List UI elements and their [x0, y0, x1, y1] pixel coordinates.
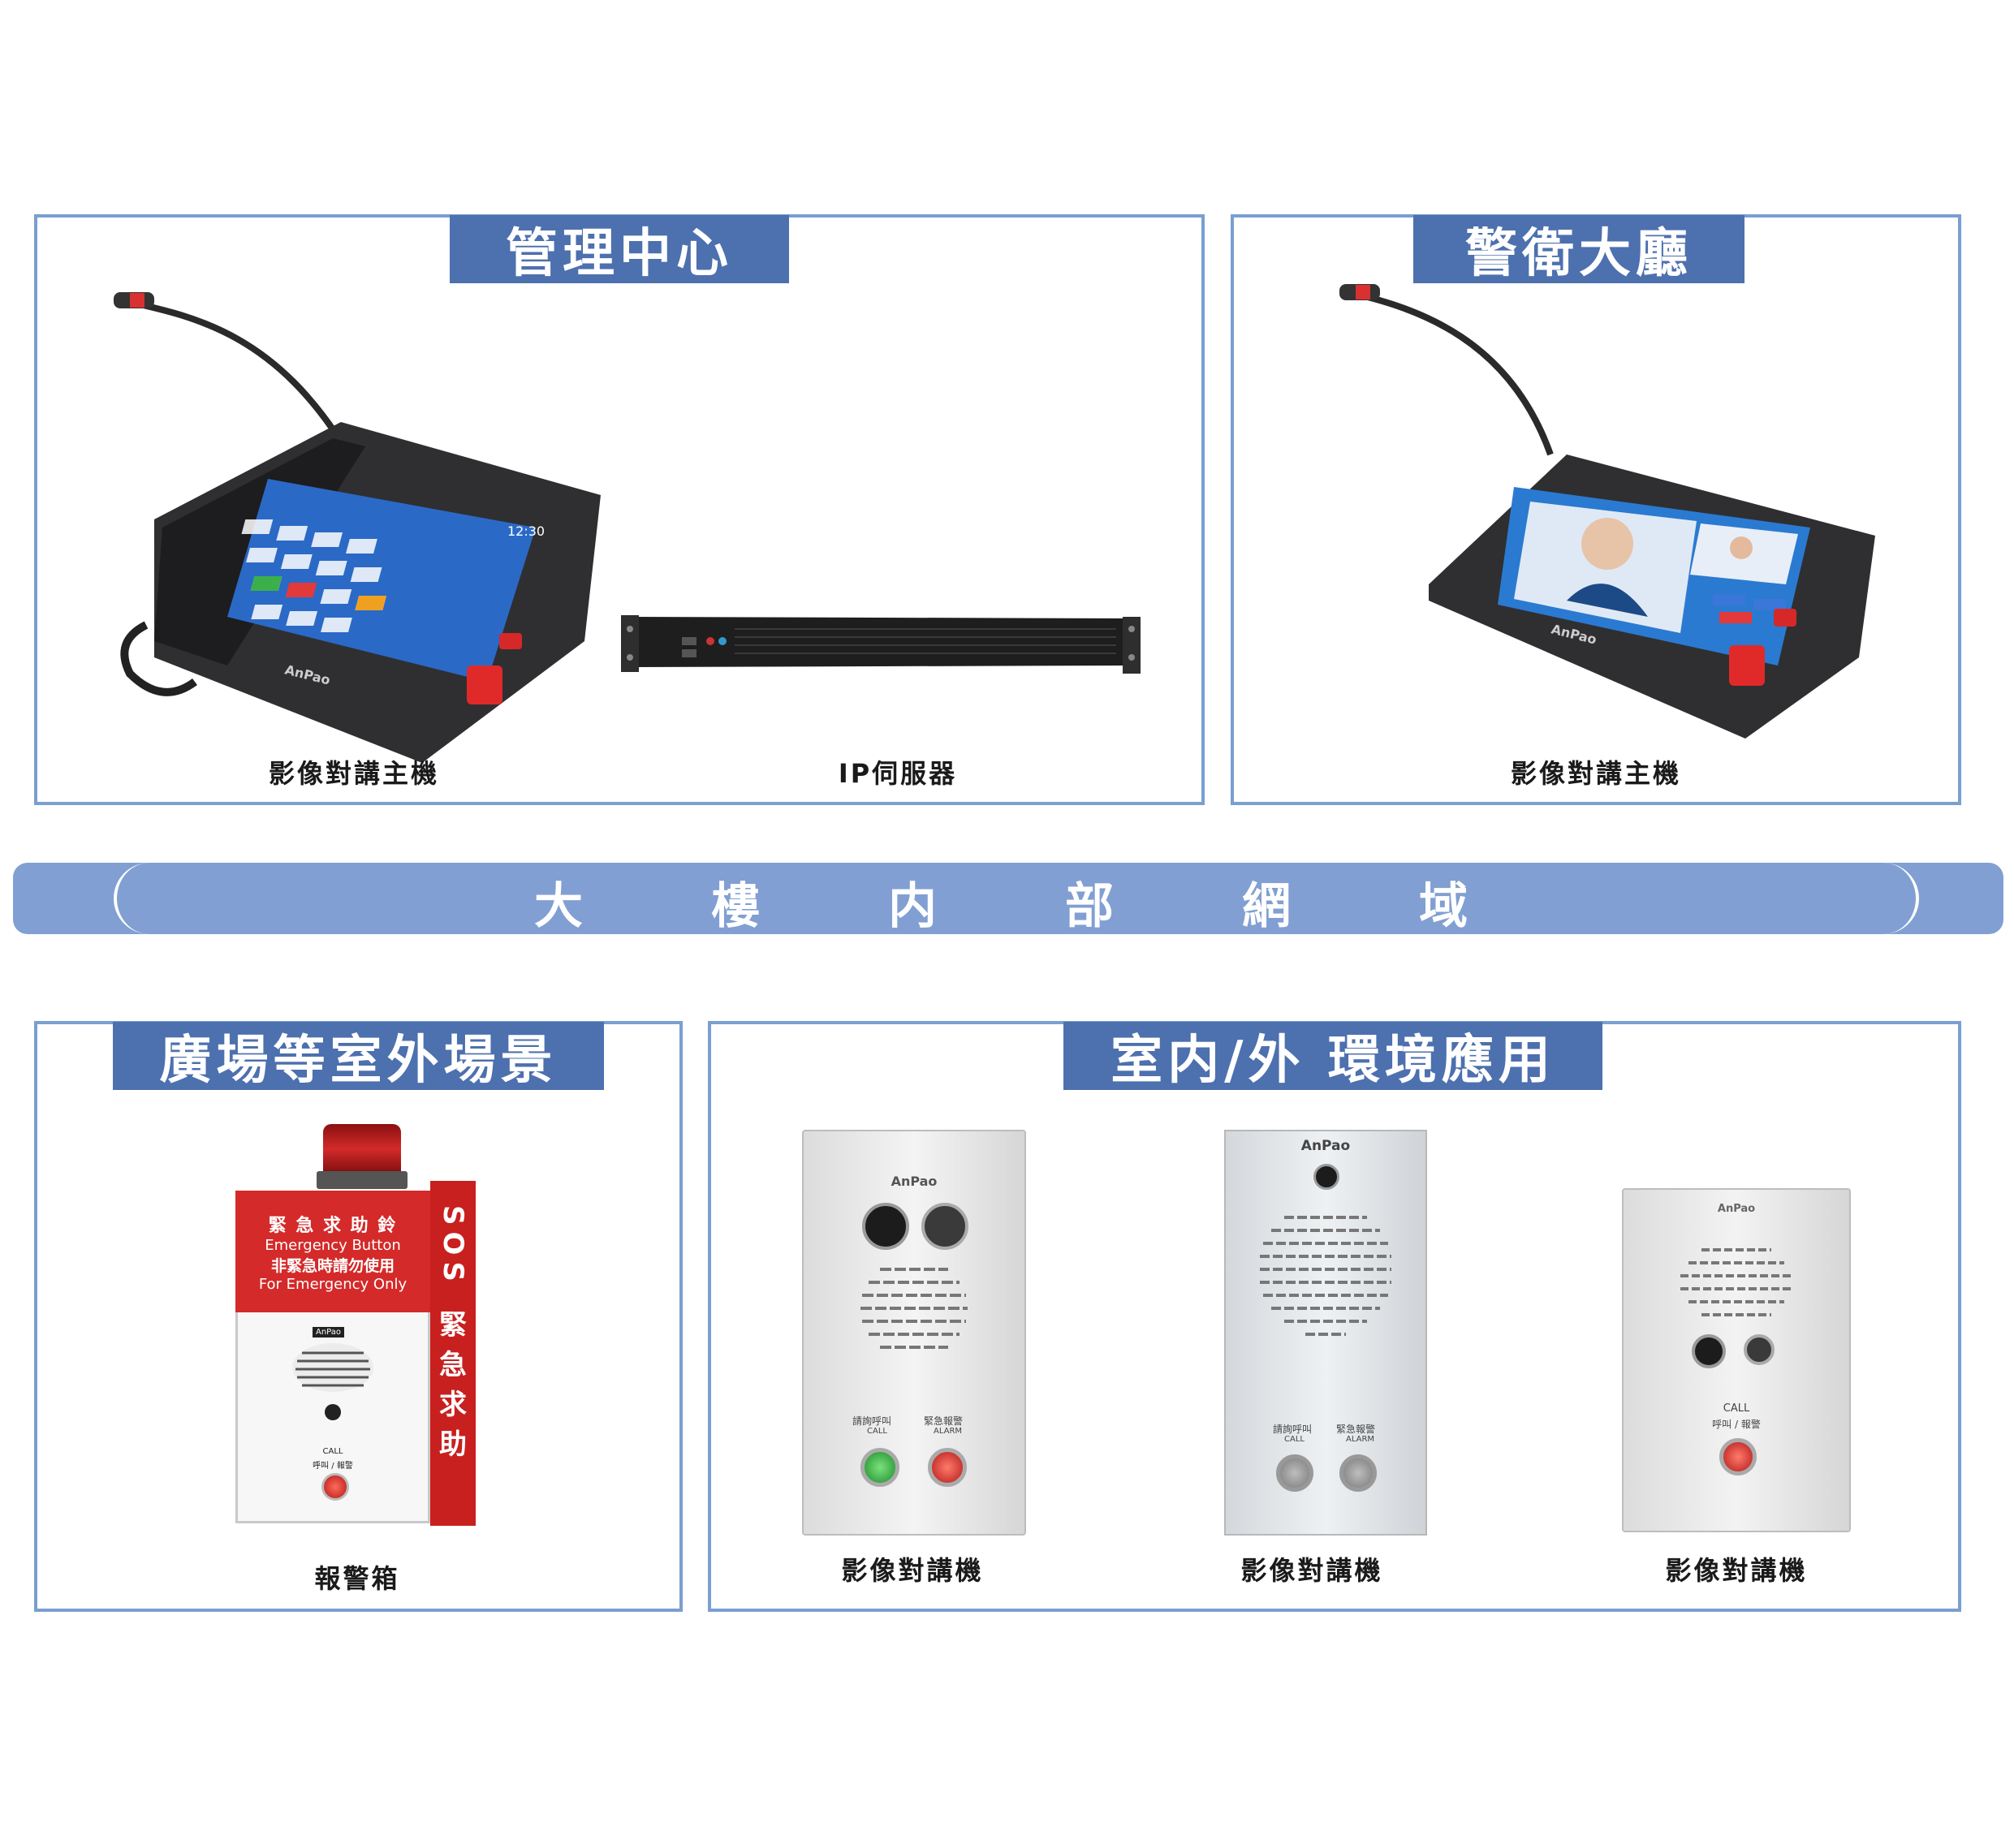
caption-ip-server: IP伺服器 — [838, 758, 958, 789]
unit3-call-button[interactable] — [1719, 1438, 1757, 1475]
unit2-call-label-en: CALL — [1284, 1435, 1305, 1444]
unit1-call-label-zh: 請詢呼叫 — [852, 1415, 892, 1427]
unit3-camera-icon — [1692, 1334, 1726, 1368]
alarm-label-warning-en: For Emergency Only — [258, 1275, 408, 1293]
banner-char-2: 樓 — [711, 878, 760, 935]
alarm-side-char-3: 求 — [439, 1388, 467, 1421]
building-network-banner-bracket — [114, 863, 1919, 934]
banner-char-6: 域 — [1419, 878, 1468, 935]
banner-char-4: 部 — [1065, 878, 1114, 935]
unit3-call-label-en: CALL — [1723, 1402, 1750, 1415]
alarm-label-zh: 緊 急 求 助 鈴 — [268, 1215, 398, 1236]
unit3-speaker-grille — [1680, 1248, 1792, 1316]
caption-unit-2: 影像對講機 — [1240, 1555, 1383, 1586]
management-center-title: 管理中心 — [450, 215, 789, 284]
caption-alarm-box: 報警箱 — [314, 1563, 400, 1594]
alarm-label-warning-zh: 非緊急時請勿使用 — [270, 1256, 395, 1275]
unit1-alarm-label-en: ALARM — [934, 1427, 963, 1436]
indoor-outdoor-title: 室内/外 環境應用 — [1063, 1022, 1602, 1091]
unit2-call-label-zh: 請詢呼叫 — [1273, 1424, 1313, 1435]
alarm-label-en: Emergency Button — [265, 1236, 401, 1254]
alarm-call-button[interactable] — [321, 1473, 349, 1501]
alarm-call-label-zh: 呼叫 / 報警 — [313, 1462, 353, 1471]
unit1-call-button[interactable] — [860, 1448, 899, 1487]
unit1-camera-lens-icon — [921, 1203, 968, 1250]
unit3-brand: AnPao — [1717, 1203, 1756, 1215]
unit2-camera-icon — [1313, 1164, 1339, 1190]
alarm-call-label: CALL — [322, 1447, 343, 1456]
alarm-box-side: SOS 緊 急 求 助 — [430, 1181, 476, 1526]
outdoor-scene-title: 廣場等室外場景 — [113, 1022, 604, 1091]
banner-char-3: 内 — [888, 878, 937, 935]
caption-host-guard: 影像對講主機 — [1510, 758, 1681, 789]
unit2-alarm-label-en: ALARM — [1346, 1435, 1375, 1444]
unit2-alarm-button[interactable] — [1339, 1454, 1377, 1492]
unit1-speaker-grille — [860, 1268, 968, 1349]
alarm-side-char-4: 助 — [439, 1428, 467, 1461]
unit2-brand: AnPao — [1300, 1138, 1351, 1154]
unit1-call-label-en: CALL — [867, 1427, 887, 1436]
building-network-banner — [13, 863, 2003, 934]
alarm-side-sos: SOS — [437, 1205, 469, 1288]
svg-text:12:30: 12:30 — [507, 523, 545, 539]
intercom-unit-2: AnPao 請詢呼叫 CALL 緊急報警 ALARM — [1224, 1130, 1427, 1536]
intercom-unit-1: AnPao 請詢呼叫 CALL 緊急報警 ALARM — [802, 1130, 1026, 1536]
unit1-alarm-label-zh: 緊急報警 — [924, 1415, 964, 1427]
banner-char-1: 大 — [534, 878, 583, 935]
alarm-box-label-area: 緊 急 求 助 鈴 Emergency Button 非緊急時請勿使用 For … — [235, 1191, 430, 1312]
unit3-camera-lens-icon — [1744, 1334, 1775, 1365]
caption-unit-3: 影像對講機 — [1665, 1555, 1808, 1586]
unit3-call-label-zh: 呼叫 / 報警 — [1712, 1419, 1761, 1430]
video-intercom-host-console: 12:30 AnPao — [114, 292, 601, 763]
alarm-box: 緊 急 求 助 鈴 Emergency Button 非緊急時請勿使用 For … — [235, 1124, 479, 1538]
unit1-brand: AnPao — [891, 1174, 938, 1189]
ip-server-rack — [621, 615, 1141, 674]
unit2-alarm-label-zh: 緊急報警 — [1336, 1424, 1376, 1435]
guard-lobby-title: 警衛大廳 — [1413, 215, 1744, 284]
unit1-camera-icon — [862, 1203, 909, 1250]
banner-char-5: 網 — [1242, 878, 1291, 935]
unit2-call-button[interactable] — [1276, 1454, 1313, 1492]
alarm-beacon — [323, 1124, 401, 1174]
alarm-side-char-1: 緊 — [439, 1308, 467, 1342]
alarm-side-char-2: 急 — [439, 1348, 467, 1381]
camera-icon — [325, 1404, 341, 1420]
unit1-alarm-button[interactable] — [928, 1448, 967, 1487]
video-intercom-host-desk: AnPao — [1339, 284, 1875, 739]
caption-host-management: 影像對講主機 — [268, 758, 439, 789]
alarm-brand: AnPao — [313, 1327, 345, 1338]
intercom-unit-3: AnPao CALL 呼叫 / 報警 — [1622, 1188, 1851, 1532]
caption-unit-1: 影像對講機 — [841, 1555, 984, 1586]
unit2-speaker-grille — [1260, 1216, 1391, 1336]
alarm-speaker-grille — [292, 1343, 373, 1392]
